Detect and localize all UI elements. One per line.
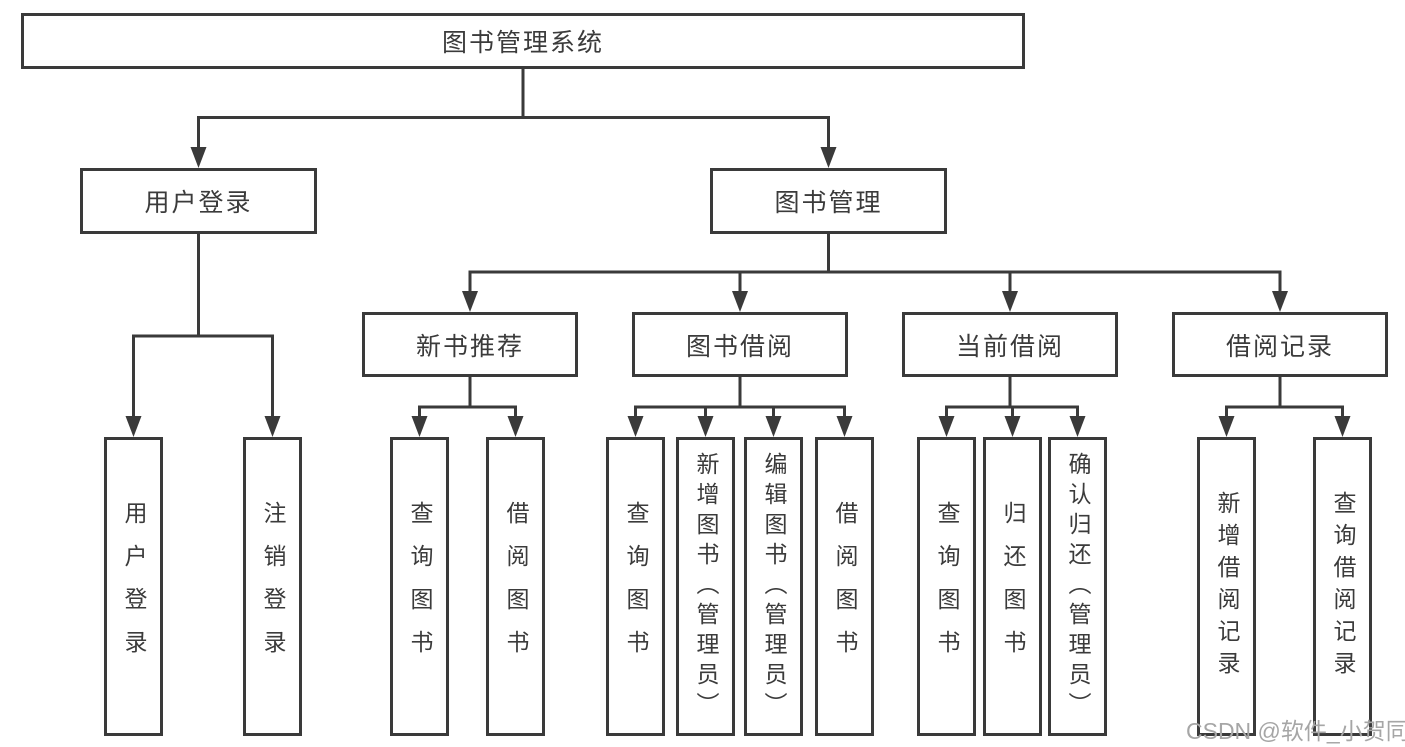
node-label: 借阅记录 xyxy=(1225,332,1334,361)
leaf-query-books-current: 查询图书 xyxy=(917,437,976,736)
leaf-query-books-recommend: 查询图书 xyxy=(390,437,449,736)
leaf-query-books-borrowing: 查询图书 xyxy=(606,437,665,736)
leaf-borrow-books-borrowing: 借阅图书 xyxy=(815,437,874,736)
node-current-borrowing: 当前借阅 xyxy=(902,312,1118,377)
node-new-book-recommend: 新书推荐 xyxy=(362,312,578,377)
node-label: 图书管理 xyxy=(774,189,883,217)
leaf-query-borrow-record: 查询借阅记录 xyxy=(1313,437,1372,736)
node-label: 新书推荐 xyxy=(415,332,524,361)
leaf-add-borrow-record: 新增借阅记录 xyxy=(1197,437,1256,736)
node-book-borrowing: 图书借阅 xyxy=(632,312,848,377)
leaf-confirm-return-admin: 确认归还（管理员） xyxy=(1048,437,1107,736)
leaf-edit-books-admin: 编辑图书（管理员） xyxy=(744,437,803,736)
leaf-borrow-books-recommend: 借阅图书 xyxy=(486,437,545,736)
leaf-return-books: 归还图书 xyxy=(983,437,1042,736)
leaf-add-books-admin: 新增图书（管理员） xyxy=(676,437,735,736)
leaf-user-login: 用户登录 xyxy=(104,437,163,736)
node-borrowing-records: 借阅记录 xyxy=(1172,312,1388,377)
node-library-management-system: 图书管理系统 xyxy=(21,13,1025,69)
node-label: 图书借阅 xyxy=(685,332,794,361)
node-label: 当前借阅 xyxy=(955,332,1064,361)
leaf-logout: 注销登录 xyxy=(243,437,302,736)
node-label: 用户登录 xyxy=(144,189,253,217)
node-book-management: 图书管理 xyxy=(710,168,947,234)
node-label: 图书管理系统 xyxy=(441,29,604,57)
csdn-watermark: CSDN @软件_小贺同学 xyxy=(1186,718,1405,744)
node-user-login-branch: 用户登录 xyxy=(80,168,317,234)
